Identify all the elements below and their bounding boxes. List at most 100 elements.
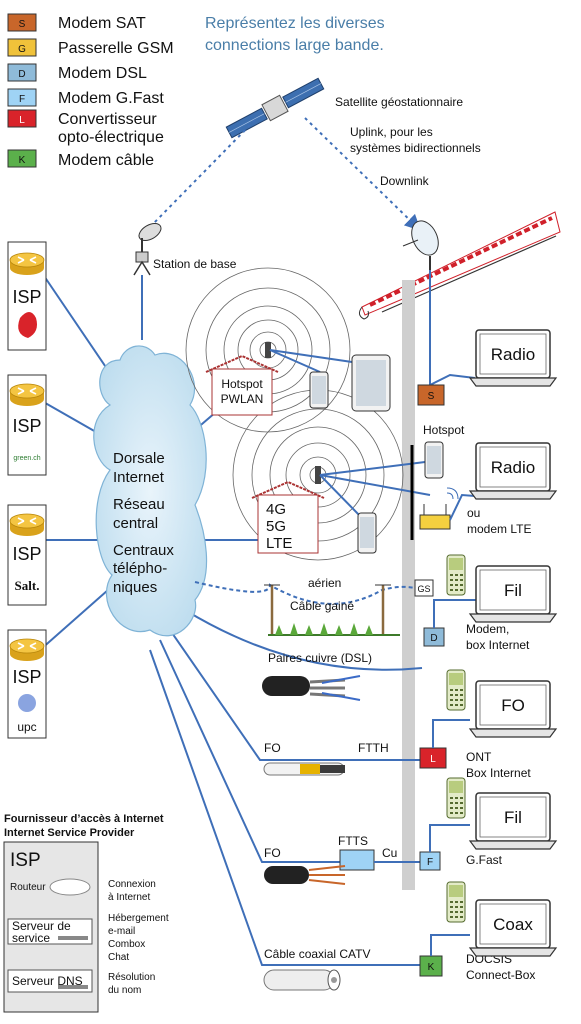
laptop-radio-1: Radio (469, 329, 557, 387)
svg-text:télépho-: télépho- (113, 560, 167, 577)
svg-text:du nom: du nom (108, 985, 141, 996)
ont-box: L (419, 747, 447, 769)
ftth-label: FTTH (358, 741, 389, 755)
provider-legend: Fournisseur d’accès à Internet Internet … (3, 813, 169, 1013)
base-station-label: Station de base (153, 257, 237, 271)
isp-box-3: ISP Salt. (7, 504, 47, 606)
isp-box-2: ISP green.ch (7, 374, 47, 476)
svg-text:Hébergement: Hébergement (108, 913, 169, 924)
svg-text:G: G (18, 44, 26, 55)
svg-text:ISP: ISP (12, 416, 41, 436)
lte-link (449, 493, 476, 521)
aerial-cable (194, 581, 416, 636)
catv-label: Câble coaxial CATV (264, 947, 371, 961)
uplink-label-2: systèmes bidirectionnels (350, 141, 481, 155)
svg-text:Modem câble: Modem câble (58, 152, 154, 169)
fo-label-1: FO (264, 741, 281, 755)
copper-cable-icon (262, 675, 361, 701)
phone-3 (424, 441, 444, 479)
cu-label: Cu (382, 846, 397, 860)
svg-text:Hotspot: Hotspot (221, 377, 263, 391)
downlink-label: Downlink (380, 174, 430, 188)
svg-text:D: D (18, 69, 25, 80)
svg-text:Internet: Internet (113, 469, 165, 486)
svg-text:Combox: Combox (108, 939, 145, 950)
svg-text:Serveur DNS: Serveur DNS (12, 974, 83, 988)
sat-modem: S (417, 384, 445, 406)
svg-text:GS: GS (417, 584, 430, 594)
base-station-icon (133, 222, 162, 276)
svg-text:Modem SAT: Modem SAT (58, 15, 146, 32)
svg-text:central: central (113, 515, 158, 532)
legend-item-gsm: G Passerelle GSM (7, 38, 174, 57)
svg-text:niques: niques (113, 579, 157, 596)
fo-label-2: FO (264, 846, 281, 860)
cell-tower-house: 4G 5G LTE (251, 480, 325, 554)
house-roof (358, 211, 561, 320)
svg-text:ISP: ISP (12, 287, 41, 307)
satellite-icon (225, 77, 325, 139)
aerial-label: aérien (308, 576, 341, 590)
uplink-line (151, 119, 256, 226)
satellite-label: Satellite géostationnaire (335, 95, 463, 109)
gsm-phone-4 (446, 881, 466, 923)
docsis-label-2: Connect-Box (466, 968, 535, 982)
laptop-radio-2: Radio (469, 442, 557, 500)
hotspot-label: Hotspot (423, 423, 465, 437)
swisscom-logo (18, 312, 37, 338)
dsl-modem-label-2: box Internet (466, 638, 530, 652)
upc-logo (18, 694, 36, 712)
svg-text:F: F (427, 857, 433, 868)
svg-text:Passerelle GSM: Passerelle GSM (58, 40, 174, 57)
satellite-dish-icon (402, 220, 439, 270)
legend-item-sat: S Modem SAT (7, 13, 146, 32)
green-logo: green.ch (13, 455, 40, 462)
gsm-phone-2 (446, 669, 466, 711)
ftts-box (339, 849, 375, 871)
svg-text:Chat: Chat (108, 952, 129, 963)
svg-text:Dorsale: Dorsale (113, 450, 165, 467)
svg-text:Réseau: Réseau (113, 496, 165, 513)
svg-text:Centraux: Centraux (113, 542, 174, 559)
svg-text:PWLAN: PWLAN (221, 392, 264, 406)
ont-label-2: Box Internet (466, 766, 531, 780)
svg-text:Routeur: Routeur (10, 882, 46, 893)
lte-modem-or: ou (467, 506, 480, 520)
lte-modem-icon (419, 487, 459, 530)
svg-text:Radio: Radio (491, 345, 535, 364)
antenna-icon-2 (315, 466, 321, 484)
svg-text:Fournisseur d’accès à Internet: Fournisseur d’accès à Internet (4, 813, 164, 825)
laptop-wired-1: Fil (469, 565, 557, 623)
svg-text:LTE: LTE (266, 535, 292, 552)
svg-text:Radio: Radio (491, 458, 535, 477)
svg-text:Fil: Fil (504, 808, 522, 827)
svg-text:Modem DSL: Modem DSL (58, 65, 147, 82)
legend-item-gfast: F Modem G.Fast (7, 88, 164, 107)
tablet-1 (351, 354, 391, 412)
gsm-phone-1 (446, 554, 466, 596)
svg-text:ISP: ISP (12, 667, 41, 687)
hotspot-pwlan-house: Hotspot PWLAN (205, 354, 279, 416)
coax-cable-icon (263, 969, 341, 991)
gfast-modem: F (419, 851, 441, 871)
svg-text:upc: upc (17, 720, 36, 734)
downlink-line (304, 117, 421, 231)
svg-text:à Internet: à Internet (108, 892, 150, 903)
laptop-fiber: FO (469, 680, 557, 738)
svg-text:5G: 5G (266, 518, 286, 535)
svg-text:F: F (19, 94, 25, 105)
svg-text:K: K (428, 962, 435, 973)
svg-text:S: S (19, 19, 26, 30)
backbone-cloud: Dorsale Internet Réseau central Centraux… (93, 345, 208, 637)
gfast-label: G.Fast (466, 853, 503, 867)
svg-text:Modem G.Fast: Modem G.Fast (58, 90, 164, 107)
ont-label-1: ONT (466, 750, 492, 764)
svg-text:Serveur de: Serveur de (12, 919, 71, 933)
gsm-phone-3 (446, 777, 466, 819)
phone-1 (309, 371, 329, 409)
svg-text:service: service (12, 931, 50, 945)
dsl-modem: D (423, 627, 445, 647)
